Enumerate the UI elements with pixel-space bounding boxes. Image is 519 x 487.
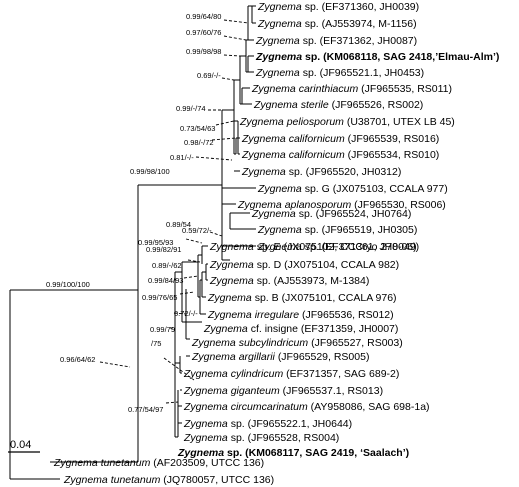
leaf-label: Zygnema sp. E (JX075102, CCCryo 278-06) xyxy=(209,241,417,253)
leaf-label: Zygnema sp. (JF965522.1, JH0644) xyxy=(183,418,352,430)
support-value: 0.69/-/- xyxy=(197,71,221,80)
leaf-label: Zygnema sp. (AJ553973, M-1384) xyxy=(209,275,369,287)
leaf-label: Zygnema irregulare (JF965536, RS012) xyxy=(207,309,394,321)
support-value: 0.77/54/97 xyxy=(128,405,163,414)
leaf-label: Zygnema sp. (EF371360, JH0039) xyxy=(257,1,419,13)
leaf-label: Zygnema sterile (JF965526, RS002) xyxy=(253,99,423,111)
support-value: 0.89/-/62 xyxy=(152,261,182,270)
scale-bar-label: 0.04 xyxy=(10,439,31,451)
support-values: 0.99/64/80 0.97/60/76 0.99/98/98 0.69/-/… xyxy=(46,12,221,414)
support-value: 0.99/76/65 xyxy=(142,293,177,302)
support-value: 0.99/79 xyxy=(150,325,175,334)
leaf-label: Zygnema sp. (JF965528, RS004) xyxy=(183,432,339,444)
support-value: 0.99/-/74 xyxy=(176,104,206,113)
leaf-label: Zygnema sp. (JF965520, JH0312) xyxy=(241,166,401,178)
leaf-label: Zygnema sp. (JF965524, JH0764) xyxy=(251,208,411,220)
leaf-label: Zygnema californicum (JF965539, RS016) xyxy=(241,133,439,145)
support-value: 0.97/60/76 xyxy=(186,28,221,37)
support-value: 0.99/82/91 xyxy=(146,245,181,254)
leaf-label: Zygnema sp. (EF371361, JH0049) xyxy=(257,241,419,253)
support-leaders xyxy=(99,19,249,404)
leaf-label: Zygnema aplanosporum (JF965530, RS006) xyxy=(237,199,446,211)
support-value: 0.73/54/63 xyxy=(180,124,215,133)
leaf-connectors xyxy=(178,5,256,424)
leaf-label: Zygnema sp. (AJ553974, M-1156) xyxy=(257,18,417,30)
leaf-label: Zygnema sp. D (JX075104, CCALA 982) xyxy=(209,259,399,271)
support-value: 0.98/-/72 xyxy=(184,138,214,147)
leaf-label: Zygnema sp. (EF371362, JH0087) xyxy=(255,35,417,47)
support-value: 0.96/64/62 xyxy=(60,355,95,364)
leaf-labels: Zygnema sp. (EF371360, JH0039) Zygnema s… xyxy=(53,1,499,486)
support-value: 0.99/100/100 xyxy=(46,280,90,289)
scale-bar: 0.04 xyxy=(8,439,40,453)
support-value: 0.99/98/98 xyxy=(186,47,221,56)
support-value: 0.99/95/93 xyxy=(138,238,173,247)
leaf-label-highlighted: Zygnema sp. (KM068118, SAG 2418,’Elmau-A… xyxy=(255,51,499,63)
support-value: 0.72/-/- xyxy=(174,309,198,318)
leaf-label: Zygnema tunetanum (JQ780057, UTCC 136) xyxy=(63,474,274,486)
leaf-label: Zygnema californicum (JF965534, RS010) xyxy=(241,149,439,161)
leaf-label: Zygnema sp. G (JX075103, CCALA 977) xyxy=(257,183,448,195)
support-value: 0.81/-/- xyxy=(170,153,194,162)
support-value: 0.99/84/93 xyxy=(148,276,183,285)
leaf-label: Zygnema sp. (JF965519, JH0305) xyxy=(257,224,417,236)
leaf-label-highlighted: Zygnema sp. (KM068117, SAG 2419, ‘Saalac… xyxy=(177,447,409,459)
support-value: 0.99/98/100 xyxy=(130,167,170,176)
leaf-label: Zygnema peliosporum (U38701, UTEX LB 45) xyxy=(239,116,455,128)
leaf-label: Zygnema sp. B (JX075101, CCALA 976) xyxy=(207,292,397,304)
leaf-label: Zygnema tunetanum (AF203509, UTCC 136) xyxy=(53,457,264,469)
support-value: 0.99/64/80 xyxy=(186,12,221,21)
leaf-label: Zygnema circumcarinatum (AY958086, SAG 6… xyxy=(183,401,430,413)
leaf-label: Zygnema argillarii (JF965529, RS005) xyxy=(191,351,369,363)
support-value: 0.89/54 xyxy=(166,220,191,229)
leaf-label: Zygnema sp. (JF965521.1, JH0453) xyxy=(255,67,424,79)
tree-branches xyxy=(9,5,254,480)
leaf-label: Zygnema cf. insigne (EF371359, JH0007) xyxy=(203,323,398,335)
leaf-label: Zygnema cylindricum (EF371357, SAG 689-2… xyxy=(183,368,399,380)
leaf-label: Zygnema subcylindricum (JF965527, RS003) xyxy=(191,337,403,349)
support-value: 0.59/72/- xyxy=(182,226,212,235)
support-value: /75 xyxy=(151,339,161,348)
leaf-label: Zygnema carinthiacum (JF965535, RS011) xyxy=(251,83,452,95)
leaf-label: Zygnema giganteum (JF965537.1, RS013) xyxy=(183,385,383,397)
